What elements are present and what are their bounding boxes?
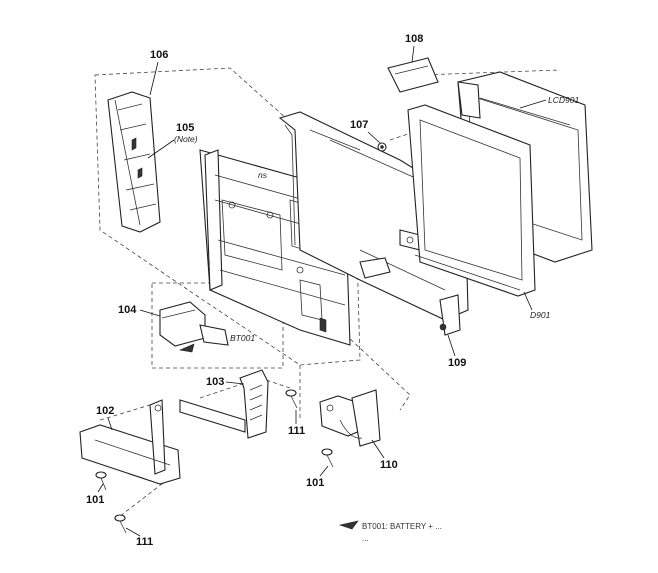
callout-111-upper: 111	[288, 425, 305, 437]
callout-105-note: (Note)	[174, 134, 198, 144]
callout-108: 108	[405, 33, 423, 45]
callout-106: 106	[150, 49, 168, 61]
callout-lcd901: LCD901	[548, 95, 579, 105]
leader-lcd901	[519, 99, 547, 109]
callout-ns: ns	[258, 170, 268, 180]
footnote-line-2: ...	[362, 534, 369, 543]
part-110-hinge-bracket	[319, 389, 381, 447]
callout-101-right: 101	[306, 477, 324, 489]
leader-111-lower	[125, 527, 141, 537]
screw-111-lower	[114, 514, 127, 534]
part-103-flex-bracket	[179, 369, 269, 439]
callout-bt001: BT001	[230, 333, 255, 343]
leader-104	[139, 309, 161, 317]
part-102-bracket	[79, 399, 181, 485]
screw-101-right	[321, 448, 334, 468]
callout-d901: D901	[530, 310, 551, 320]
leader-106	[149, 61, 159, 96]
leader-d901	[523, 291, 533, 311]
leader-105	[147, 139, 175, 159]
callout-104: 104	[118, 304, 137, 316]
screw-111-upper	[285, 389, 298, 409]
callout-101-left: 101	[86, 494, 104, 506]
screw-101-left	[95, 471, 107, 491]
pointing-hand-icon	[338, 520, 359, 530]
part-104-battery-holder	[159, 301, 229, 353]
leader-103	[225, 381, 245, 385]
leader-108	[411, 45, 415, 63]
part-d901-bezel	[407, 104, 536, 297]
footnote: BT001: BATTERY + ... ...	[338, 520, 442, 543]
leader-101-right	[319, 465, 329, 477]
callout-111-lower: 111	[136, 536, 153, 548]
leader-101-left	[97, 483, 104, 493]
callout-107: 107	[350, 119, 368, 131]
callout-102: 102	[96, 405, 114, 417]
leader-102	[107, 417, 113, 431]
footnote-line-1: BT001: BATTERY + ...	[362, 522, 442, 531]
callout-109: 109	[448, 357, 466, 369]
part-108-sheet	[387, 57, 439, 93]
leader-109	[447, 334, 456, 357]
callout-110: 110	[380, 459, 398, 471]
callout-103: 103	[206, 376, 224, 388]
part-106-side-cover	[107, 91, 161, 233]
part-107-screw	[377, 142, 387, 152]
leader-110	[371, 439, 385, 459]
leader-107	[367, 131, 381, 144]
callout-105: 105	[176, 122, 194, 134]
